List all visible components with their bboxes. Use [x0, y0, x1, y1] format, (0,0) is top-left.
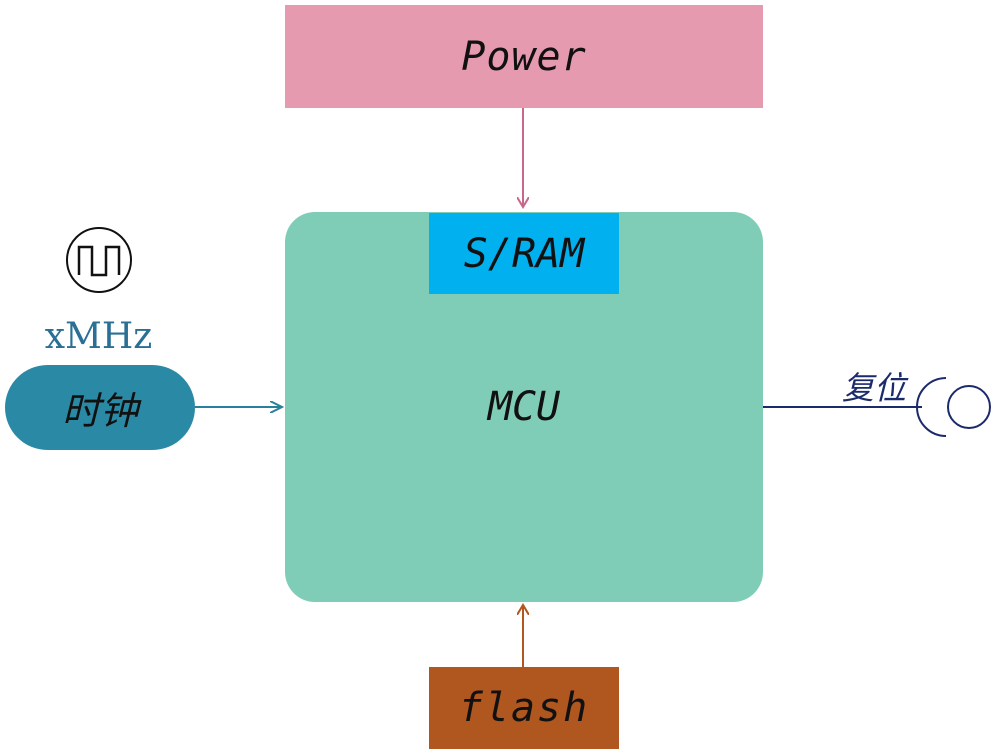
flash-block: flash	[429, 667, 619, 749]
clock-frequency-label: xMHz	[44, 316, 153, 357]
square-wave-icon	[66, 227, 132, 293]
power-block: Power	[285, 5, 763, 108]
power-label: Power	[461, 33, 587, 80]
mcu-label: MCU	[487, 384, 561, 430]
sram-label: S/RAM	[463, 230, 585, 277]
flash-label: flash	[458, 685, 590, 731]
clock-label: 时钟	[61, 389, 138, 433]
sram-block: S/RAM	[429, 213, 619, 294]
reset-label: 复位	[842, 369, 907, 407]
clock-block: 时钟	[5, 365, 195, 450]
reset-button-icon[interactable]	[916, 377, 991, 437]
